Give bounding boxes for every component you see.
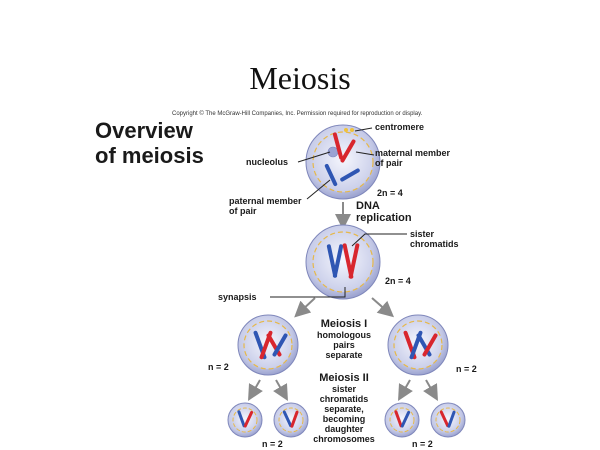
label-meiosis-1-line-3: separate (325, 350, 363, 360)
label-maternal-line-1: maternal member (375, 148, 451, 158)
overview-heading: Overview of meiosis (95, 118, 204, 168)
label-meiosis-2-line-3: separate, (324, 404, 364, 414)
label-meiosis-2-line-4: becoming (322, 414, 366, 424)
label-dna-line-1: DNA (356, 200, 380, 212)
label-nucleolus: nucleolus (246, 157, 289, 167)
meiosis1-left-cell (237, 314, 299, 376)
slide-title: Meiosis (249, 60, 351, 96)
replicated-cell (305, 224, 381, 300)
label-paternal-line-2: of pair (229, 206, 257, 216)
label-meiosis-2-title: Meiosis II (319, 372, 369, 384)
label-meiosis-1-title: Meiosis I (320, 318, 368, 330)
label-dna-replication: DNA replication (356, 200, 412, 224)
label-meiosis-2-line-2: chromatids (319, 394, 369, 404)
label-ploidy-bottom-left: n = 2 (262, 439, 283, 449)
label-paternal: paternal member of pair (229, 196, 302, 216)
label-ploidy-right: n = 2 (456, 364, 477, 374)
label-sister-line-1: sister (410, 229, 435, 239)
label-maternal-line-2: of pair (375, 158, 403, 168)
meiosis2-cell-3 (384, 402, 420, 438)
label-ploidy-bottom-right: n = 2 (412, 439, 433, 449)
label-meiosis-2-line-5: daughter (324, 424, 364, 434)
label-ploidy-left: n = 2 (208, 362, 229, 372)
label-meiosis-1-line-2: pairs (333, 340, 355, 350)
label-sister-chromatids: sister chromatids (410, 229, 459, 249)
label-dna-line-2: replication (356, 212, 412, 224)
label-ploidy-parent: 2n = 4 (377, 188, 403, 198)
overview-line-2: of meiosis (95, 143, 204, 168)
meiosis2-cell-1 (227, 402, 263, 438)
label-paternal-line-1: paternal member (229, 196, 302, 206)
meiosis2-cell-2 (273, 402, 309, 438)
parent-cell (305, 124, 381, 200)
label-sister-line-2: chromatids (410, 239, 459, 249)
copyright-notice: Copyright © The McGraw-Hill Companies, I… (172, 111, 423, 117)
label-meiosis-1-line-1: homologous (317, 330, 371, 340)
label-ploidy-replicated: 2n = 4 (385, 276, 411, 286)
label-meiosis-1: Meiosis I homologous pairs separate (308, 318, 380, 360)
label-synapsis: synapsis (218, 292, 257, 302)
overview-line-1: Overview (95, 118, 193, 143)
label-centromere: centromere (375, 122, 425, 132)
label-meiosis-2: Meiosis II sister chromatids separate, b… (305, 372, 383, 444)
meiosis1-right-cell (387, 314, 449, 376)
label-meiosis-2-line-1: sister (331, 384, 357, 394)
label-maternal: maternal member of pair (375, 148, 450, 168)
label-meiosis-2-line-6: chromosomes (313, 434, 375, 444)
meiosis2-cell-4 (430, 402, 466, 438)
